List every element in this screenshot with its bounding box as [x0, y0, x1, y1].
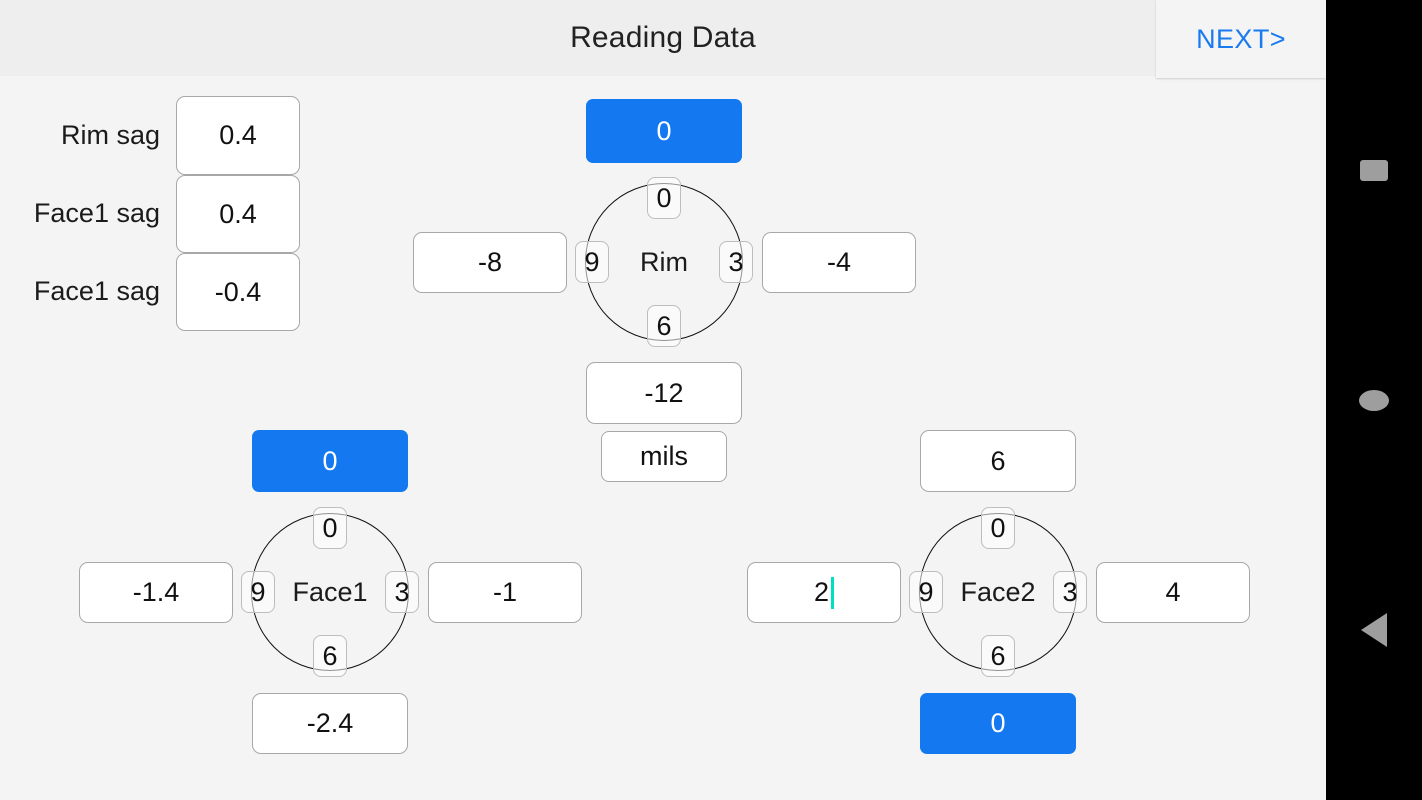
face1-sag-field-1[interactable]: 0.4: [176, 175, 300, 253]
face2-clock-6[interactable]: 6: [981, 635, 1015, 677]
face1-sag-label-2: Face1 sag: [33, 276, 160, 306]
face2-top-field[interactable]: 6: [920, 430, 1076, 492]
rim-clock-3[interactable]: 3: [719, 241, 753, 283]
face2-bottom-field[interactable]: 0: [920, 693, 1076, 754]
face1-right-field[interactable]: -1: [428, 562, 582, 623]
face1-bottom-field[interactable]: -2.4: [252, 693, 408, 754]
face1-top-field[interactable]: 0: [252, 430, 408, 492]
recent-apps-icon: [1360, 159, 1388, 181]
face1-left-field[interactable]: -1.4: [79, 562, 233, 623]
face2-clock-3[interactable]: 3: [1053, 571, 1087, 613]
app-header: Reading Data: [0, 0, 1326, 76]
rim-right-field[interactable]: -4: [762, 232, 916, 293]
rim-clock-6[interactable]: 6: [647, 305, 681, 347]
rim-dial: Rim 0 3 6 9: [575, 177, 753, 347]
rim-dial-label: Rim: [640, 246, 688, 277]
face2-right-field[interactable]: 4: [1096, 562, 1250, 623]
face1-dial-label: Face1: [292, 576, 368, 607]
rim-top-field[interactable]: 0: [586, 99, 742, 163]
rim-bottom-field[interactable]: -12: [586, 362, 742, 424]
face1-clock-6[interactable]: 6: [313, 635, 347, 677]
units-field[interactable]: mils: [601, 431, 727, 482]
face2-clock-0[interactable]: 0: [981, 507, 1015, 549]
next-button-label: NEXT>: [1196, 24, 1286, 54]
rim-clock-0[interactable]: 0: [647, 177, 681, 219]
text-caret: [831, 576, 835, 609]
face2-dial-label: Face2: [960, 576, 1036, 607]
app-content: Reading Data NEXT> Rim sag 0.4 Face1 sag…: [0, 0, 1326, 800]
back-icon: [1361, 613, 1387, 647]
face2-left-field[interactable]: 2: [747, 562, 901, 623]
page-title: Reading Data: [570, 21, 756, 54]
face2-left-value: 2: [813, 577, 830, 607]
face1-sag-field-2[interactable]: -0.4: [176, 253, 300, 331]
rim-sag-label: Rim sag: [60, 120, 160, 150]
face1-dial: Face1 0 3 6 9: [241, 507, 419, 677]
home-icon: [1359, 389, 1389, 411]
face2-dial: Face2 0 3 6 9: [909, 507, 1087, 677]
face2-clock-9[interactable]: 9: [909, 571, 943, 613]
face1-clock-3[interactable]: 3: [385, 571, 419, 613]
android-navigation-bar: [1326, 0, 1422, 800]
face1-clock-0[interactable]: 0: [313, 507, 347, 549]
rim-left-field[interactable]: -8: [413, 232, 567, 293]
next-button[interactable]: NEXT>: [1156, 0, 1326, 78]
home-button[interactable]: [1326, 352, 1422, 448]
face1-clock-9[interactable]: 9: [241, 571, 275, 613]
face1-sag-label-1: Face1 sag: [33, 198, 160, 228]
rim-clock-9[interactable]: 9: [575, 241, 609, 283]
rim-sag-field[interactable]: 0.4: [176, 96, 300, 175]
recent-apps-button[interactable]: [1326, 122, 1422, 218]
back-button[interactable]: [1326, 582, 1422, 678]
